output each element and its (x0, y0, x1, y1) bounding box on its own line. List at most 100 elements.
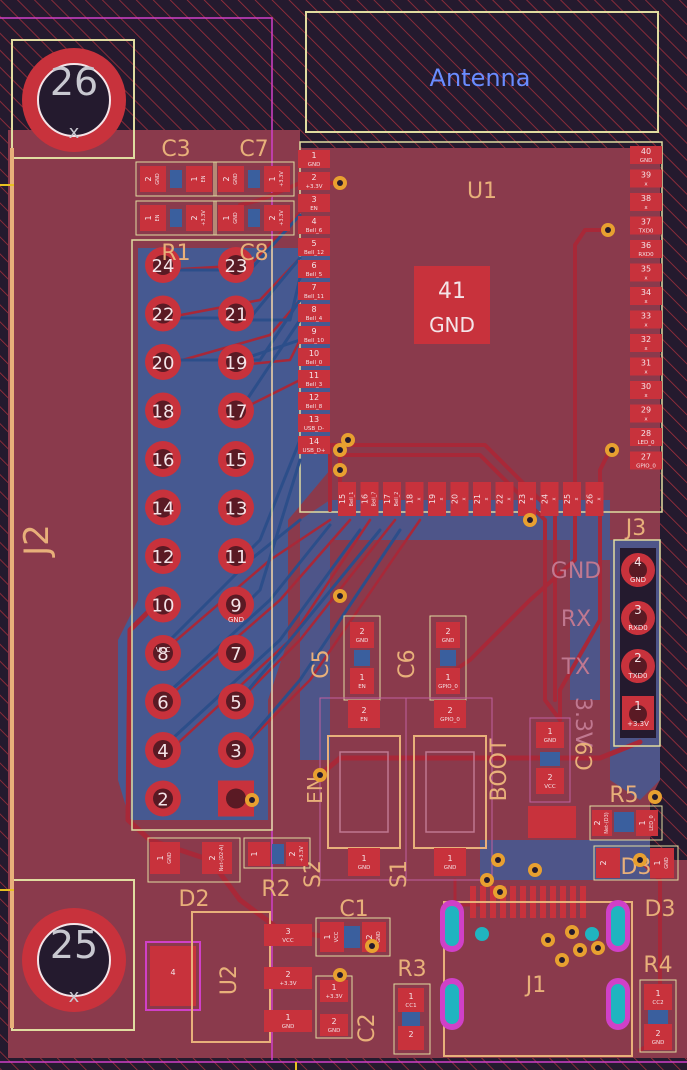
u1-pin-3[interactable]: 3EN (298, 194, 330, 212)
j2-pin-6[interactable]: 6 (145, 683, 181, 720)
j2-pin-18[interactable]: 18 (145, 392, 181, 429)
j2-pin-10[interactable]: 10 (145, 586, 181, 623)
u1-pin-33[interactable]: 33x (630, 310, 662, 329)
u1-pin-38[interactable]: 38x (630, 193, 662, 211)
u1-pin-2[interactable]: 2+3.3V (298, 172, 330, 190)
c7-pad-b[interactable]: 1+3.3V (264, 166, 290, 192)
c8-pad-b[interactable]: 2+3.3V (264, 205, 290, 231)
j2-pin-17[interactable]: 17 (218, 392, 254, 429)
j2-pin-13[interactable]: 13 (218, 489, 254, 526)
u1-pin-39[interactable]: 39x (630, 169, 662, 188)
u1-pin-29[interactable]: 29x (630, 404, 662, 423)
j2-pin-21[interactable]: 21 (218, 295, 254, 332)
u1-pin-31[interactable]: 31x (630, 357, 662, 376)
r2-pad-1[interactable]: 1 (248, 842, 270, 866)
j2-pin-3[interactable]: 3 (218, 732, 254, 768)
j2-pin-15[interactable]: 15 (218, 441, 254, 477)
j2-pin-20[interactable]: 20 (145, 344, 181, 380)
u1-gnd-pad[interactable]: 41 GND (414, 266, 490, 344)
d3-pad-2[interactable]: 2 (596, 848, 620, 878)
mounting-hole-25[interactable]: 25 x (11, 879, 135, 1031)
j2-pin-12[interactable]: 12 (145, 538, 181, 574)
j2-pin-22[interactable]: 22 (145, 295, 181, 332)
j2-pin-8[interactable]: 8 (145, 635, 181, 671)
j2-pin-9[interactable]: 9 (218, 586, 254, 623)
j2-pin-5[interactable]: 5 (218, 683, 254, 720)
j2-pin-19[interactable]: 19 (218, 344, 254, 380)
j2-pin-14[interactable]: 14 (145, 489, 181, 526)
u2-tab-pad[interactable]: 4 (150, 946, 196, 1006)
c2-pad-1[interactable]: 1+3.3V (320, 980, 348, 1002)
u1-pin-30[interactable]: 30x (630, 381, 662, 399)
j2-pin-23[interactable]: 23 (218, 247, 254, 283)
mounting-hole-26[interactable]: 26 x (11, 39, 135, 159)
j3-pin-1[interactable]: 1+3.3V3.3V (570, 696, 654, 747)
u1-pin-32[interactable]: 32x (630, 334, 662, 352)
r3-pad-2[interactable]: 2 (398, 1026, 424, 1050)
u1-pin-35[interactable]: 35x (630, 263, 662, 282)
j2-pin-4[interactable]: 4 (145, 732, 181, 768)
j2-pin-24[interactable]: 24 (145, 247, 181, 283)
sw-extra-pad[interactable] (528, 806, 576, 838)
r1-pad-b[interactable]: 2+3.3V (186, 205, 212, 231)
u1-pin-34[interactable]: 34x (630, 287, 662, 305)
j2-pin-11[interactable]: 11 (218, 538, 254, 574)
j2-pin-16[interactable]: 16 (145, 441, 181, 477)
s2-pad-2[interactable]: 2EN (348, 700, 380, 728)
j2-pin-2[interactable]: 2 (145, 780, 181, 817)
r2-pad-2[interactable]: 2+3.3V (286, 842, 308, 866)
